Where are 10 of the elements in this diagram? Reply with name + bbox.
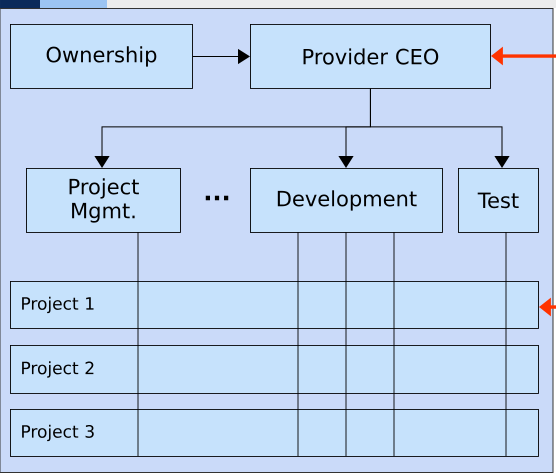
ellipsis-label: ...	[206, 196, 228, 200]
process-box: Ownership	[10, 24, 193, 89]
process-box: Development	[250, 168, 443, 233]
process-box: Project Mgmt.	[26, 168, 181, 233]
project-row: Project 3	[10, 409, 539, 457]
process-box: Provider CEO	[250, 24, 491, 89]
arrow	[370, 88, 510, 168]
project-row: Project 2	[10, 345, 539, 394]
process-box: Test	[458, 168, 539, 233]
project-row: Project 1	[10, 281, 539, 329]
